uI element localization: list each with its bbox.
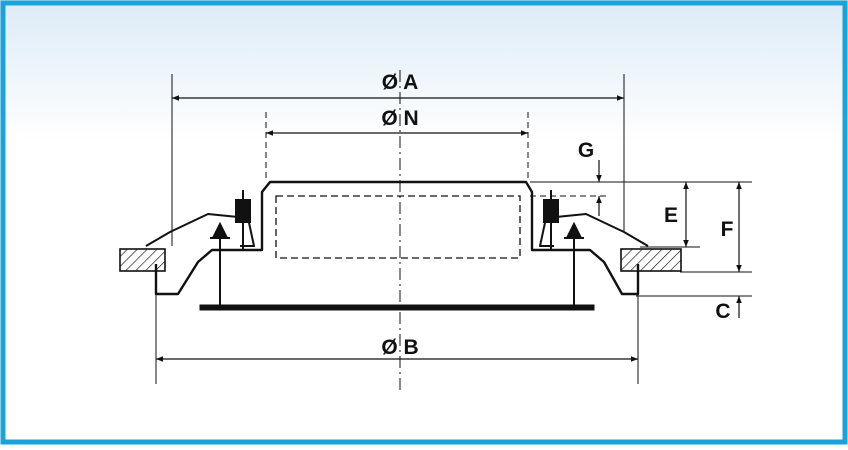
ceiling-right — [620, 248, 682, 272]
label-dim-c: C — [715, 300, 730, 323]
dimension-n — [265, 112, 529, 178]
clamp-right — [539, 190, 649, 308]
housing-profile — [154, 180, 640, 296]
ceiling-left — [119, 248, 166, 272]
reference-lines — [530, 181, 752, 297]
label-dim-e: E — [664, 204, 678, 227]
grille-plate — [199, 304, 595, 311]
label-dim-g: G — [578, 139, 594, 162]
label-dim-a: Ø A — [382, 71, 419, 94]
dimension-a — [171, 74, 625, 246]
dimension-b — [155, 290, 639, 384]
label-dim-b: Ø B — [381, 336, 418, 359]
label-dim-f: F — [721, 218, 734, 241]
clamp-left — [145, 190, 255, 308]
label-dim-n: Ø N — [381, 107, 418, 130]
